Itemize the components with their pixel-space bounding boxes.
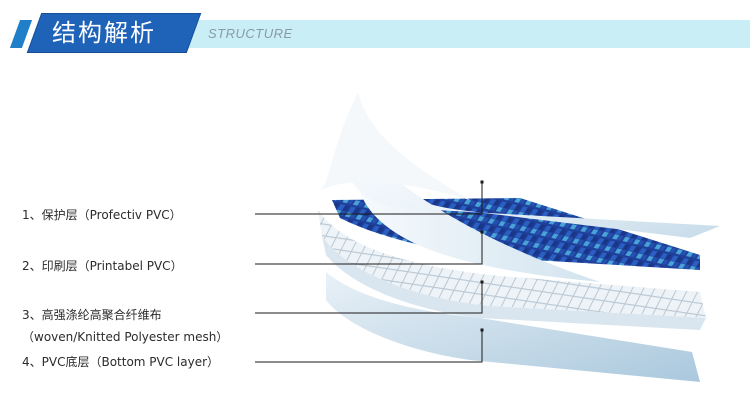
- bottom-pvc-layer: [326, 272, 700, 382]
- section-title: 结构解析: [52, 19, 156, 47]
- section-header: 结构解析 STRUCTURE: [0, 0, 750, 62]
- layer-structure-diagram: [255, 92, 720, 382]
- leader-line-mesh: [255, 282, 483, 314]
- mosaic-curl-sheet: [356, 150, 600, 282]
- layer-label-mesh: 3、高强涤纶高聚合纤维布: [22, 308, 162, 322]
- leader-dot-mesh: [480, 280, 484, 284]
- leader-dot-bottom: [480, 328, 484, 332]
- layer-label-protective: 1、保护层（Profectiv PVC）: [22, 208, 182, 222]
- leader-line-protective: [255, 182, 483, 215]
- header-band: [150, 20, 750, 48]
- leader-dot-protective: [480, 180, 484, 184]
- section-subtitle: STRUCTURE: [208, 26, 293, 41]
- layer-label-bottom: 4、PVC底层（Bottom PVC layer）: [22, 355, 220, 369]
- leader-line-printable: [255, 232, 483, 265]
- layer-label-mesh-english: （woven/Knitted Polyester mesh）: [22, 330, 229, 344]
- leader-line-bottom: [255, 330, 483, 363]
- layer-label-printable: 2、印刷层（Printabel PVC）: [22, 259, 183, 273]
- leader-dot-printable: [480, 230, 484, 234]
- polyester-mesh-layer: [318, 210, 706, 318]
- mesh-layer-underside: [322, 236, 706, 330]
- protective-top-curl: [320, 92, 470, 200]
